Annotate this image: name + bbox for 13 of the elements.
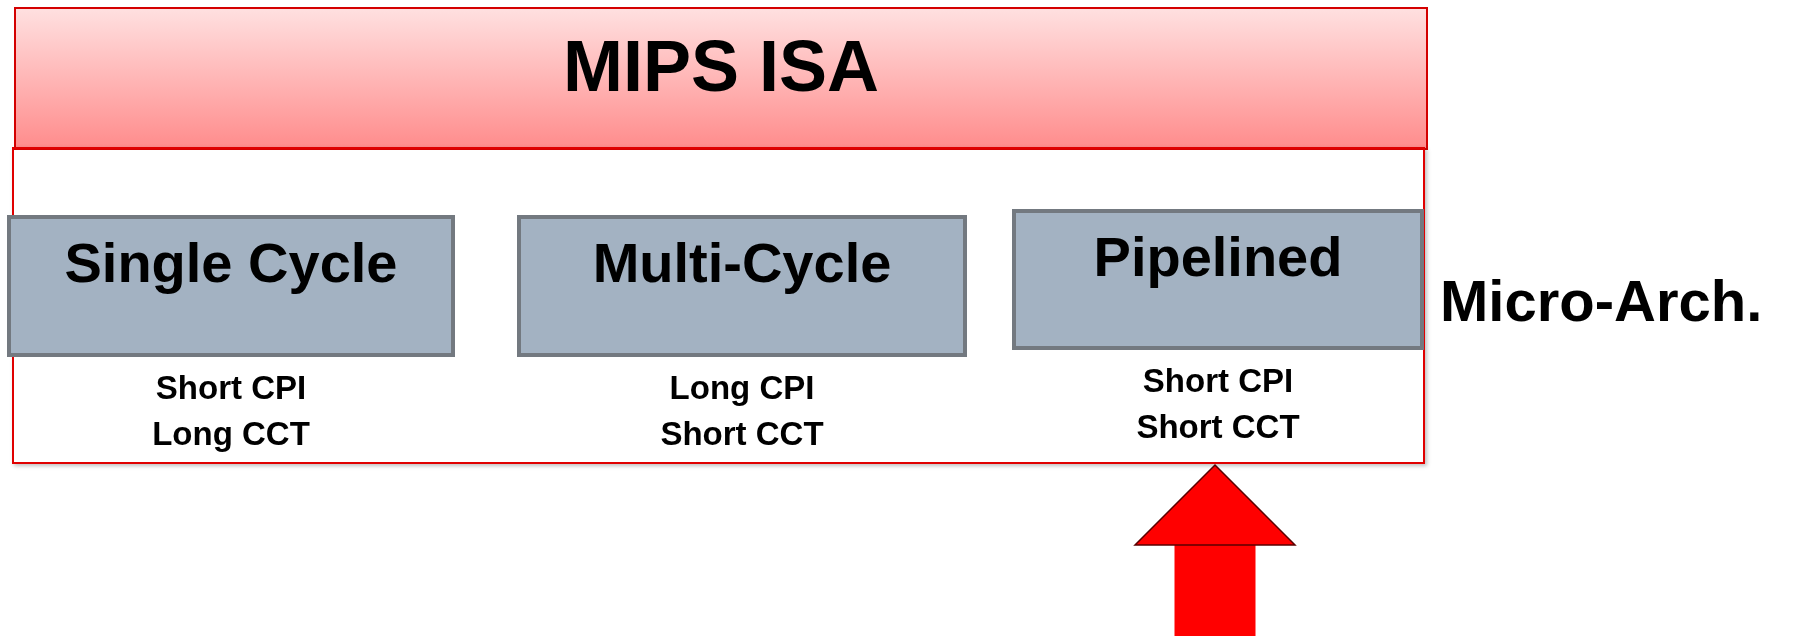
- arrow: [1134, 464, 1296, 636]
- performance-note: Long CPI Short CCT: [659, 368, 825, 454]
- box-title: Pipelined: [1093, 224, 1343, 290]
- box-title: Multi-Cycle: [592, 230, 892, 296]
- layer-label: Micro-Arch.: [1440, 272, 1763, 330]
- implementation-box: [7, 215, 455, 357]
- implementation-box: [1012, 209, 1424, 350]
- isa-band: [14, 7, 1428, 150]
- performance-note: Short CPI Long CCT: [151, 368, 311, 454]
- box-title: Single Cycle: [64, 230, 398, 296]
- layer-title: MIPS ISA: [562, 25, 880, 108]
- implementation-box: [517, 215, 967, 357]
- performance-note: Short CPI Short CCT: [1135, 361, 1301, 447]
